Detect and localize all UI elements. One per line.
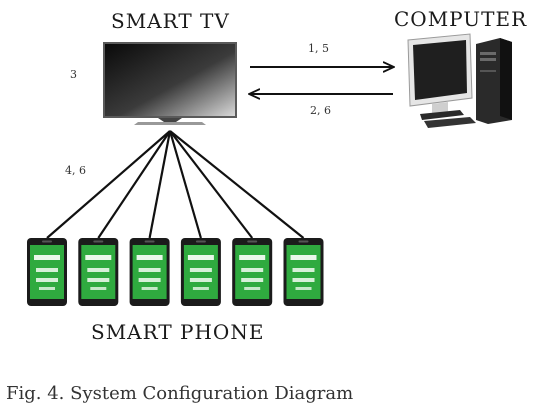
tower-icon bbox=[476, 38, 512, 124]
smart-tv-label: SMART TV bbox=[111, 9, 230, 33]
tv-to-phones-links bbox=[46, 130, 305, 239]
link-line bbox=[46, 130, 171, 239]
keyboard-icon bbox=[424, 117, 476, 128]
link-line bbox=[169, 130, 254, 239]
figure-caption: Fig. 4. System Configuration Diagram bbox=[6, 383, 354, 404]
edge-label-tv-to-phones: 4, 6 bbox=[65, 164, 86, 177]
monitor-icon bbox=[407, 33, 473, 120]
link-line bbox=[148, 130, 172, 239]
smart-phone-icon bbox=[129, 238, 170, 306]
computer-label: COMPUTER bbox=[394, 7, 528, 31]
smart-phone-group bbox=[27, 238, 324, 306]
edge-label-tv-to-computer: 1, 5 bbox=[308, 42, 329, 55]
link-line bbox=[169, 130, 305, 239]
tv-step-label: 3 bbox=[70, 68, 77, 81]
smart-tv-icon bbox=[103, 42, 237, 125]
smart-phone-icon bbox=[180, 238, 221, 306]
edge-label-computer-to-tv: 2, 6 bbox=[310, 104, 331, 117]
link-line bbox=[168, 130, 202, 239]
smart-phone-icon bbox=[283, 238, 324, 306]
smart-phone-icon bbox=[27, 238, 67, 306]
link-line bbox=[97, 130, 171, 239]
smart-phone-icon bbox=[78, 238, 119, 306]
computer-icon bbox=[407, 33, 512, 128]
smart-phone-label: SMART PHONE bbox=[91, 320, 265, 344]
smart-phone-icon bbox=[232, 238, 273, 306]
